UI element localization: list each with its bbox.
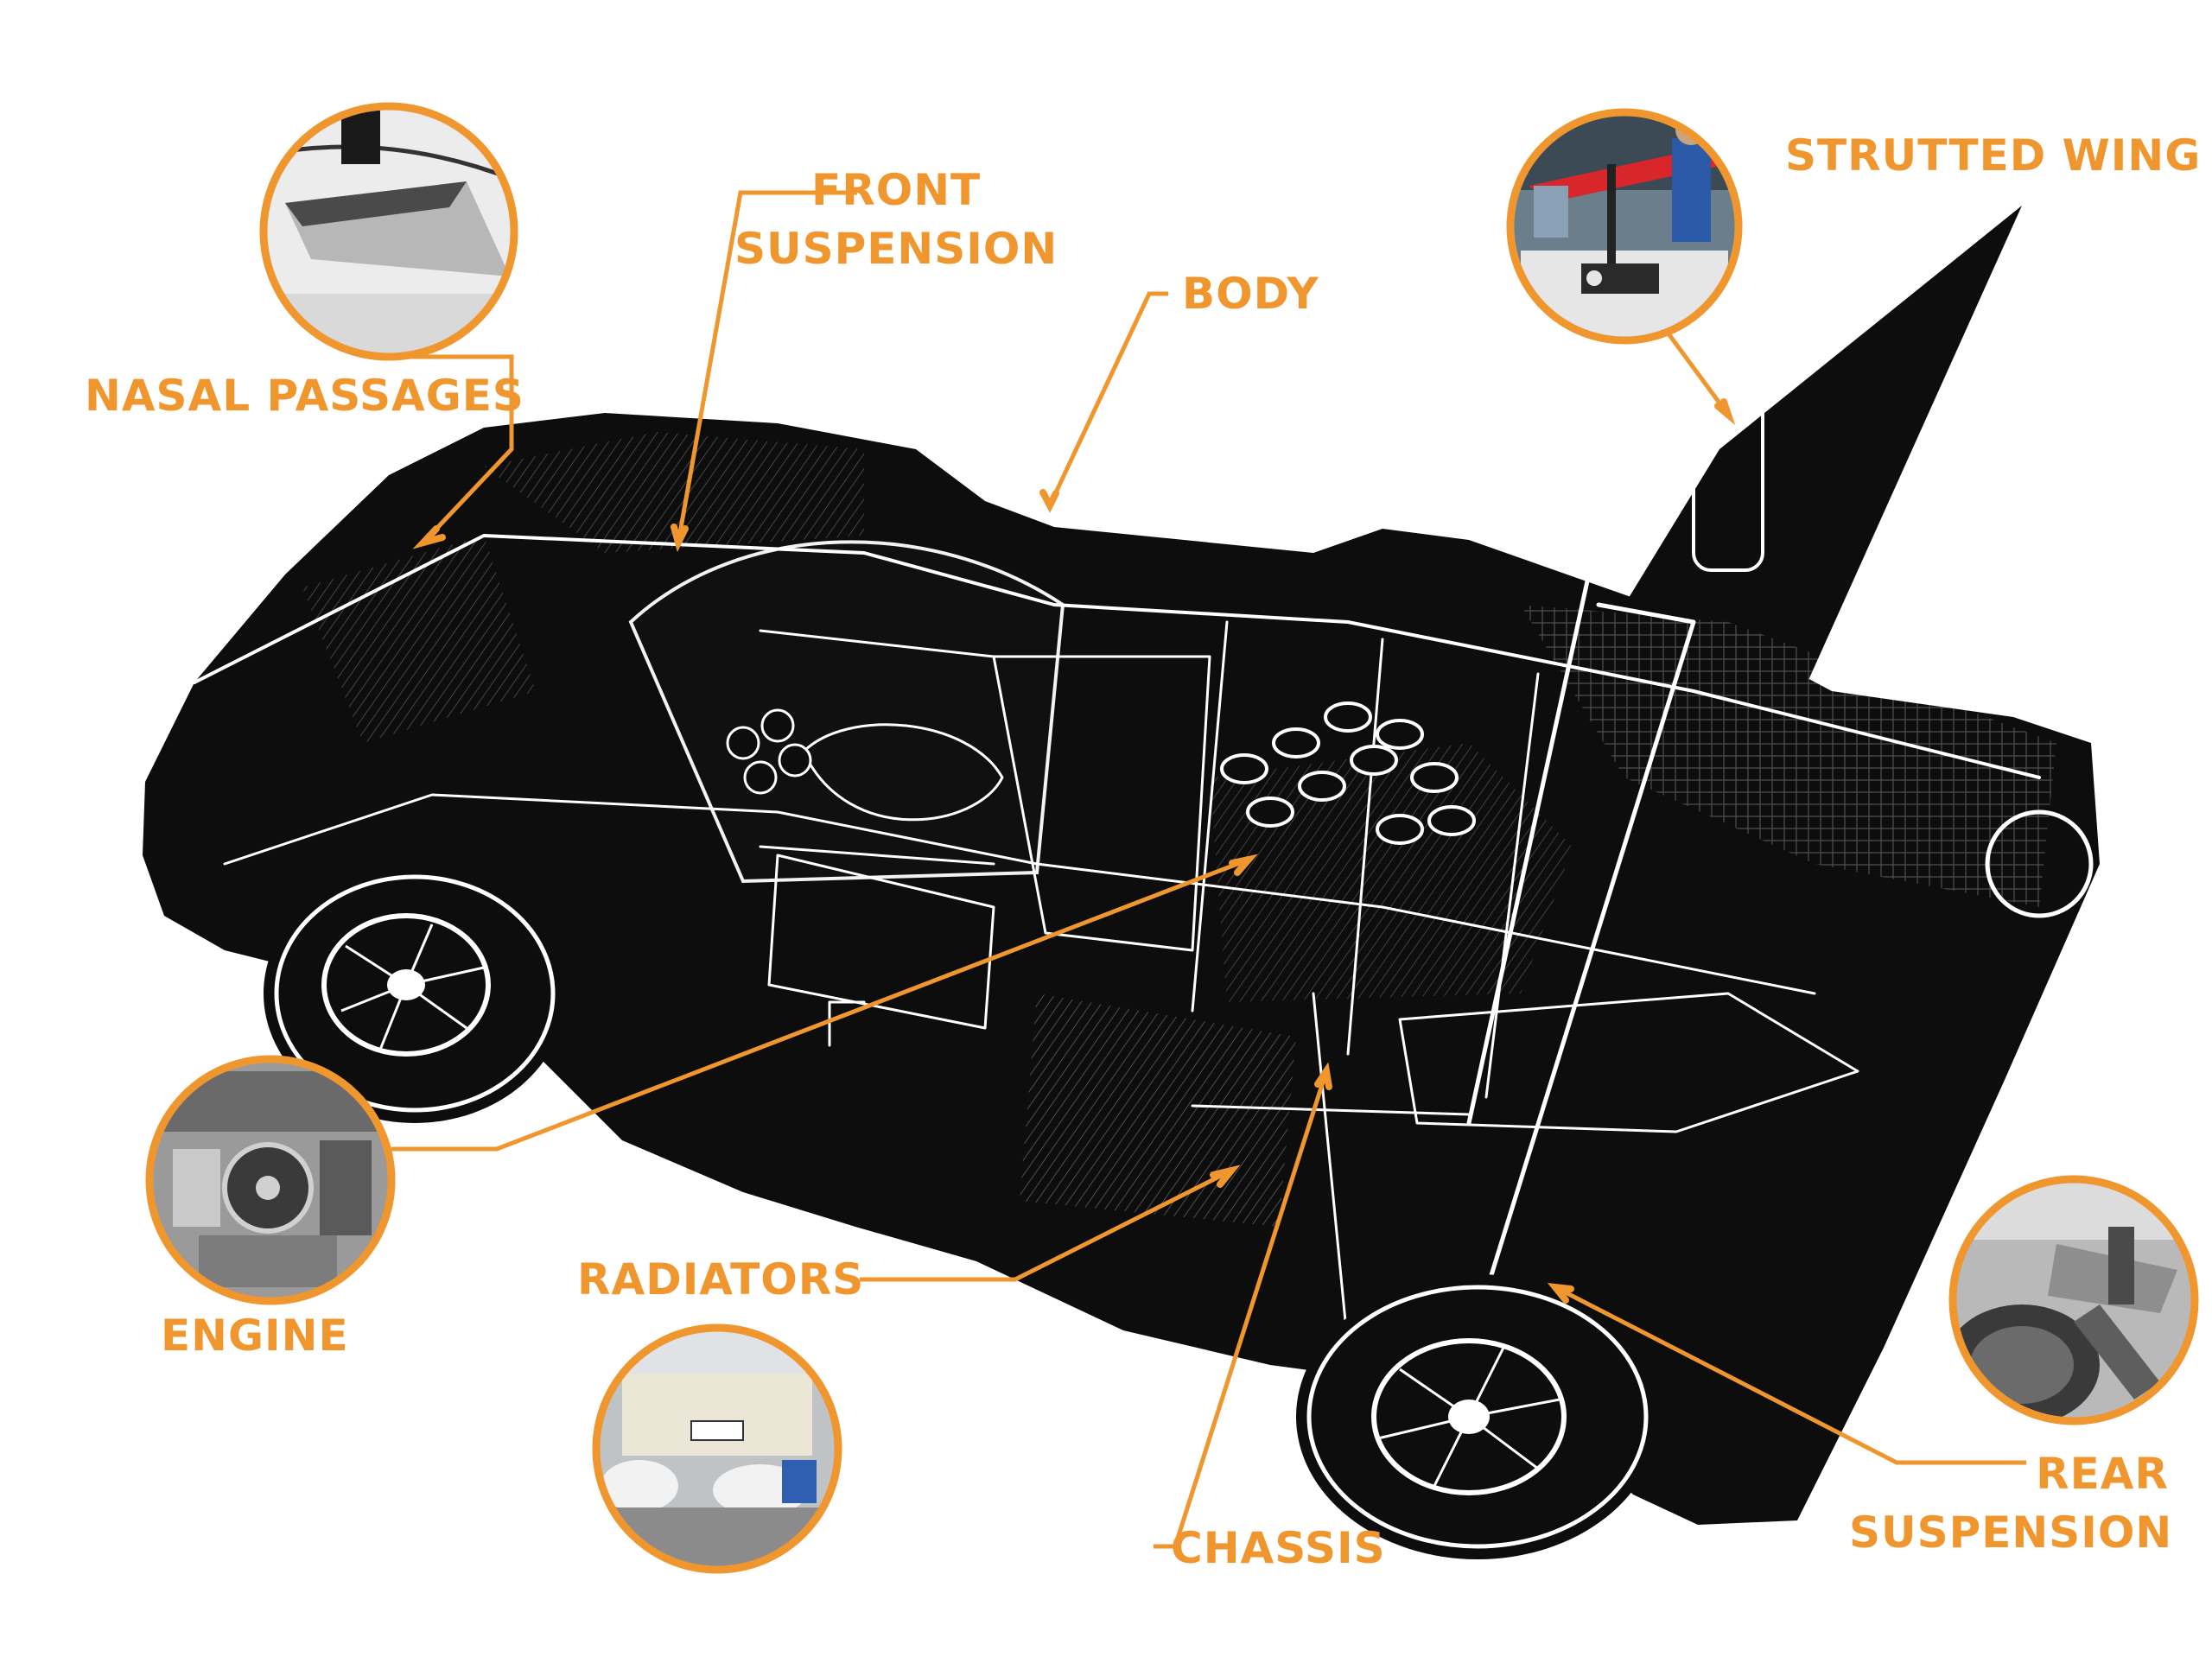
label-rear-suspension-line2: SUSPENSION — [1849, 1507, 2173, 1558]
label-engine: ENGINE — [161, 1311, 349, 1361]
label-chassis: CHASSIS — [1171, 1523, 1386, 1573]
rear-wheel — [1296, 1274, 1659, 1559]
label-body: BODY — [1182, 269, 1319, 319]
car-cutaway-illustration — [143, 206, 2100, 1559]
callout-lines — [389, 190, 2026, 1549]
label-front-suspension: FRONT SUSPENSION — [734, 161, 1058, 278]
label-nasal-passages: NASAL PASSAGES — [85, 371, 524, 421]
rear-suspension-leader — [1554, 1285, 2026, 1465]
label-rear-suspension: REAR SUSPENSION — [1849, 1444, 2173, 1562]
strutted-wing-leader — [1665, 331, 1731, 416]
label-front-suspension-line1: FRONT — [811, 165, 982, 215]
strutted-wing-photo — [1506, 108, 1743, 345]
front-suspension-leader — [676, 190, 857, 543]
engine-leader — [391, 857, 1249, 1152]
nasal-passages-photo — [259, 102, 518, 361]
label-strutted-wing: STRUTTED WING — [1785, 130, 2202, 181]
rear-suspension-photo — [1948, 1175, 2199, 1425]
label-radiators: RADIATORS — [577, 1254, 865, 1304]
chassis-leader — [1154, 1070, 1329, 1549]
engine-photo — [145, 1055, 396, 1305]
radiators-photo — [592, 1323, 842, 1574]
radiators-leader — [860, 1168, 1233, 1282]
label-rear-suspension-line1: REAR — [2036, 1449, 2169, 1499]
nasal-passages-leader — [389, 354, 514, 544]
body-leader — [1047, 291, 1168, 507]
label-front-suspension-line2: SUSPENSION — [734, 224, 1058, 274]
front-wheel — [264, 864, 566, 1123]
